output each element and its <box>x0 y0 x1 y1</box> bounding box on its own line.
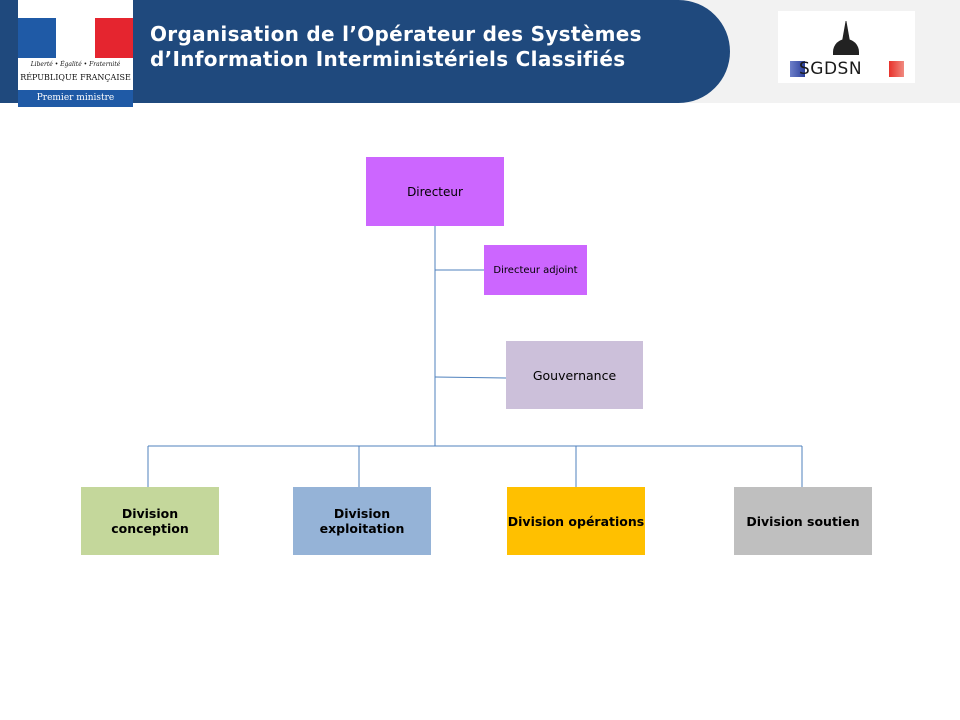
node-division-soutien: Division soutien <box>734 487 872 555</box>
logo-republic: RÉPUBLIQUE FRANÇAISE <box>20 73 131 82</box>
red-square-icon <box>889 61 904 77</box>
connector-gouvernance <box>434 376 507 379</box>
title-line-2: d’Information Interministériels Classifi… <box>150 47 626 71</box>
dome-icon <box>842 21 850 55</box>
node-gouvernance: Gouvernance <box>506 341 643 409</box>
flag-blue <box>18 18 56 58</box>
node-label: Division exploitation <box>319 506 405 536</box>
node-label: Division conception <box>111 506 189 536</box>
node-division-exploitation: Division exploitation <box>293 487 431 555</box>
node-label: Directeur adjoint <box>493 264 578 276</box>
title-line-1: Organisation de l’Opérateur des Systèmes <box>150 22 642 46</box>
blue-square-icon <box>790 61 805 77</box>
node-label: Division opérations <box>507 513 645 529</box>
node-label: Directeur <box>407 184 463 199</box>
node-label: Division soutien <box>746 513 860 529</box>
logo-motto: Liberté • Égalité • Fraternité <box>30 61 121 68</box>
page-title: Organisation de l’Opérateur des Systèmes… <box>150 22 642 72</box>
flag-red <box>95 18 133 58</box>
dome-base-icon <box>833 39 859 55</box>
node-division-conception: Division conception <box>81 487 219 555</box>
node-division-operations: Division opérations <box>507 487 645 555</box>
sgdsn-text: SGDSN <box>799 59 863 79</box>
node-directeur-adjoint: Directeur adjoint <box>484 245 587 295</box>
republique-francaise-logo: Liberté • Égalité • Fraternité RÉPUBLIQU… <box>18 0 133 107</box>
logo-ministry: Premier ministre <box>18 90 133 107</box>
node-label: Gouvernance <box>532 367 617 383</box>
sgdsn-logo: SGDSN <box>778 11 915 83</box>
node-directeur: Directeur <box>366 157 504 226</box>
